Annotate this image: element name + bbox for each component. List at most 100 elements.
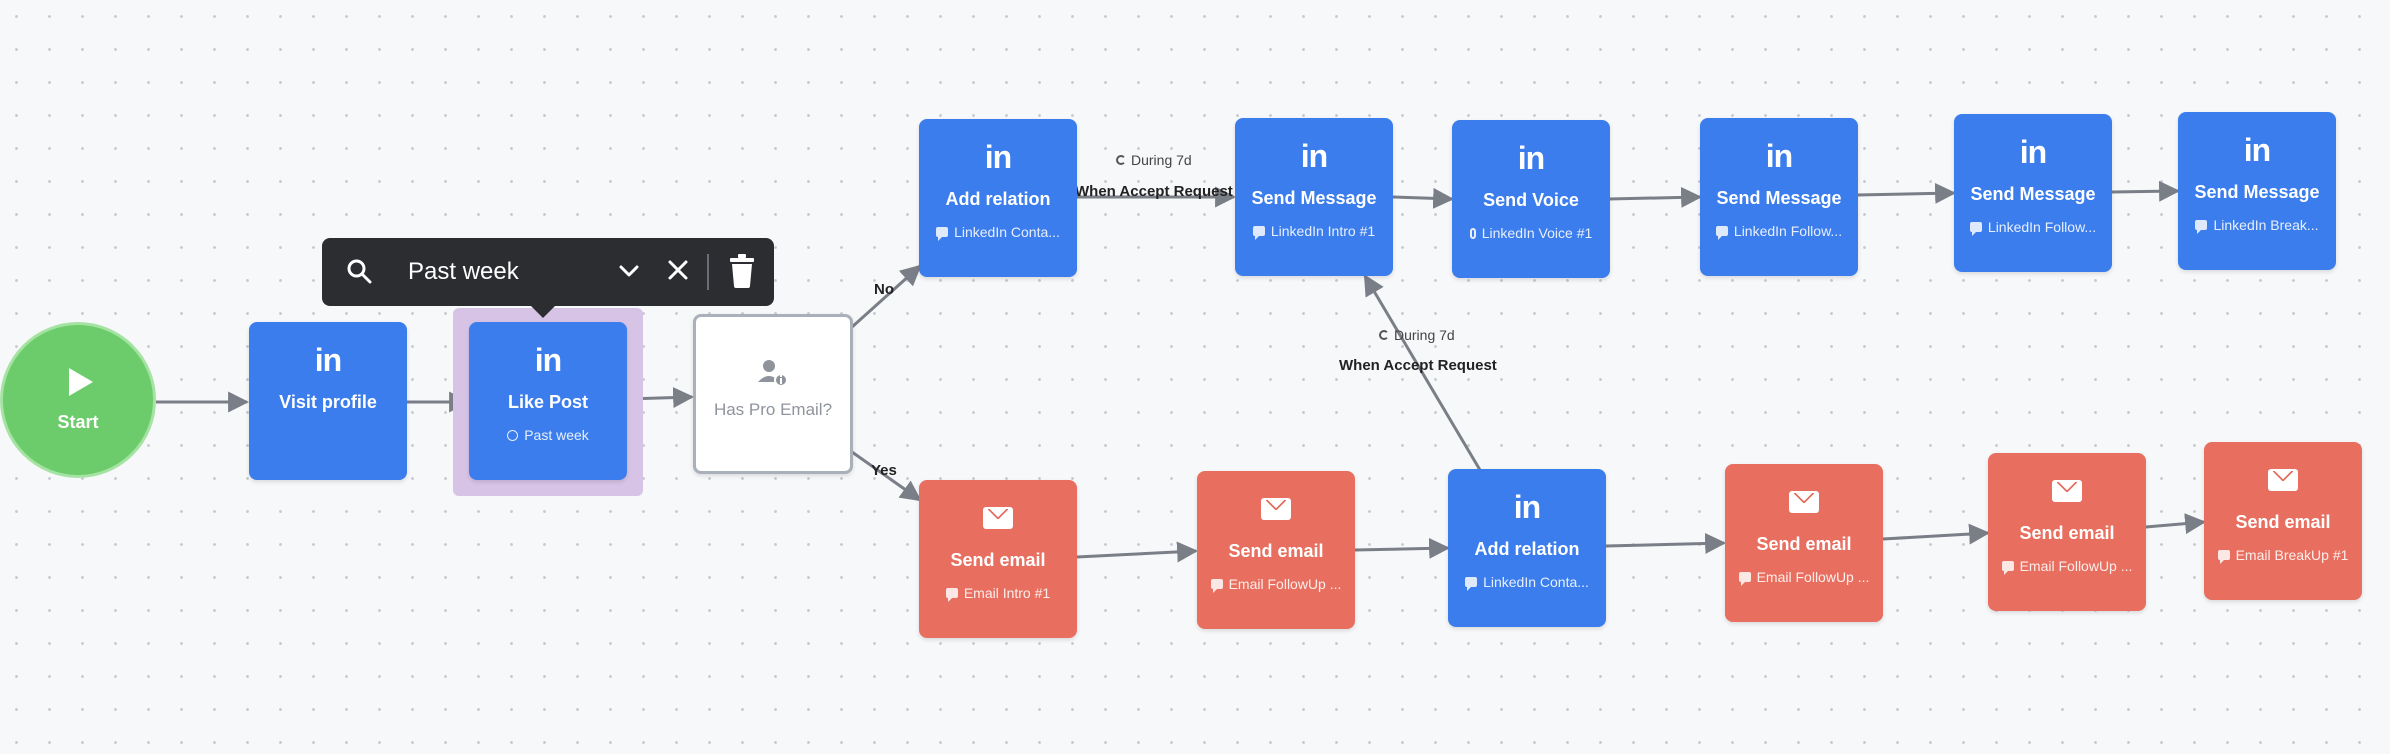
edge-msg3-msg4 [2111,180,2181,202]
node-subtitle: Email Intro #1 [945,585,1050,602]
node-send-email-4[interactable]: Send email Email FollowUp ... [1988,453,2146,611]
node-like-post[interactable]: in Like Post Past week [469,322,627,480]
edge-label-yes: Yes [871,462,897,479]
chevron-down-icon[interactable] [618,260,640,282]
node-send-email-3[interactable]: Send email Email FollowUp ... [1725,464,1883,622]
chat-icon [2217,550,2230,564]
edge-delay-top: During 7d [1116,152,1192,168]
loop-icon [1379,330,1389,340]
node-subtitle: Email FollowUp ... [1210,576,1341,593]
node-title: Has Pro Email? [713,400,833,419]
edge-condition-mid: When Accept Request [1339,357,1497,374]
linkedin-icon: in [1517,140,1545,176]
node-toolbar: Past week [322,238,774,318]
node-title: Visit profile [279,392,377,412]
node-subtitle: Past week [507,427,589,443]
node-title: Send Message [1970,184,2096,204]
node-subtitle: LinkedIn Break... [2195,217,2319,234]
node-send-message-3[interactable]: in Send Message LinkedIn Follow... [1954,114,2112,272]
edge-msg1-voice [1392,187,1455,209]
linkedin-icon: in [534,342,562,378]
edge-yes [851,450,922,502]
mail-icon [2268,469,2298,491]
edge-delay-mid: During 7d [1379,327,1455,343]
user-info-icon [758,360,788,387]
node-send-email-5[interactable]: Send email Email BreakUp #1 [2204,442,2362,600]
node-subtitle: LinkedIn Follow... [1715,223,1842,240]
node-send-message-4[interactable]: in Send Message LinkedIn Break... [2178,112,2336,270]
chat-icon [1210,579,1223,593]
node-title: Like Post [507,392,589,412]
edge-condition-top: When Accept Request [1075,183,1233,200]
mail-icon [1789,491,1819,513]
clock-icon [507,429,519,441]
edge-addrel-msg1 [1363,274,1482,471]
edge-msg2-msg3 [1856,182,1957,204]
linkedin-icon: in [2243,132,2271,168]
chat-icon [2001,561,2014,575]
mail-icon [2052,480,2082,502]
edge-voice-msg2 [1608,186,1703,208]
chat-icon [945,588,958,602]
node-subtitle: Email FollowUp ... [2001,558,2132,575]
node-title: Send Message [1716,188,1842,208]
node-subtitle: Email BreakUp #1 [2217,547,2348,564]
node-send-voice[interactable]: in Send Voice LinkedIn Voice #1 [1452,120,1610,278]
node-send-email-1[interactable]: Send email Email Intro #1 [919,480,1077,638]
edge-email1-email2 [1076,541,1199,563]
filter-select-value[interactable]: Past week [408,258,519,285]
chat-icon [1252,226,1265,240]
trash-icon[interactable] [728,254,756,288]
node-subtitle: Email FollowUp ... [1738,569,1869,586]
chat-icon [2195,220,2208,234]
linkedin-icon: in [1513,489,1541,525]
node-subtitle: LinkedIn Intro #1 [1252,223,1375,240]
chat-icon [1969,222,1982,236]
edge-label-no: No [874,281,894,298]
node-title: Add relation [945,189,1051,209]
node-subtitle: LinkedIn Conta... [1465,574,1589,591]
linkedin-icon: in [2019,134,2047,170]
linkedin-icon: in [1300,138,1328,174]
node-visit-profile[interactable]: in Visit profile [249,322,407,480]
node-title: Send email [2019,523,2115,543]
microphone-icon [1469,227,1476,239]
node-add-relation-top[interactable]: in Add relation LinkedIn Conta... [919,119,1077,277]
start-node[interactable]: Start [0,322,156,478]
node-title: Send Voice [1483,190,1579,210]
node-has-pro-email[interactable]: Has Pro Email? [693,314,853,474]
node-title: Send email [1228,541,1324,561]
node-title: Send Message [2194,182,2320,202]
close-icon[interactable] [666,258,690,282]
search-icon[interactable] [346,258,372,284]
node-title: Send Message [1251,188,1377,208]
mail-icon [1261,498,1291,520]
toolbar-divider [707,254,709,290]
node-title: Send email [950,550,1046,570]
chat-icon [936,227,949,241]
node-subtitle: LinkedIn Follow... [1969,219,2096,236]
edge-no [850,264,922,329]
node-title: Send email [2235,512,2331,532]
edge-email2-addrel [1354,537,1451,559]
edge-email3-email4 [1882,523,1991,545]
node-subtitle: LinkedIn Conta... [936,224,1060,241]
node-subtitle: LinkedIn Voice #1 [1469,225,1592,241]
chat-icon [1465,577,1478,591]
node-add-relation-bottom[interactable]: in Add relation LinkedIn Conta... [1448,469,1606,627]
edge-addrel-email3 [1605,532,1727,554]
loop-icon [1116,155,1126,165]
chat-icon [1738,572,1751,586]
node-send-email-2[interactable]: Send email Email FollowUp ... [1197,471,1355,629]
node-title: Add relation [1474,539,1580,559]
node-send-message-1[interactable]: in Send Message LinkedIn Intro #1 [1235,118,1393,276]
toolbar-pointer [530,305,556,318]
node-send-message-2[interactable]: in Send Message LinkedIn Follow... [1700,118,1858,276]
start-label: Start [57,411,99,432]
chat-icon [1715,226,1728,240]
play-icon [69,367,93,396]
edge-email4-email5 [2145,513,2207,535]
node-title: Send email [1756,534,1852,554]
